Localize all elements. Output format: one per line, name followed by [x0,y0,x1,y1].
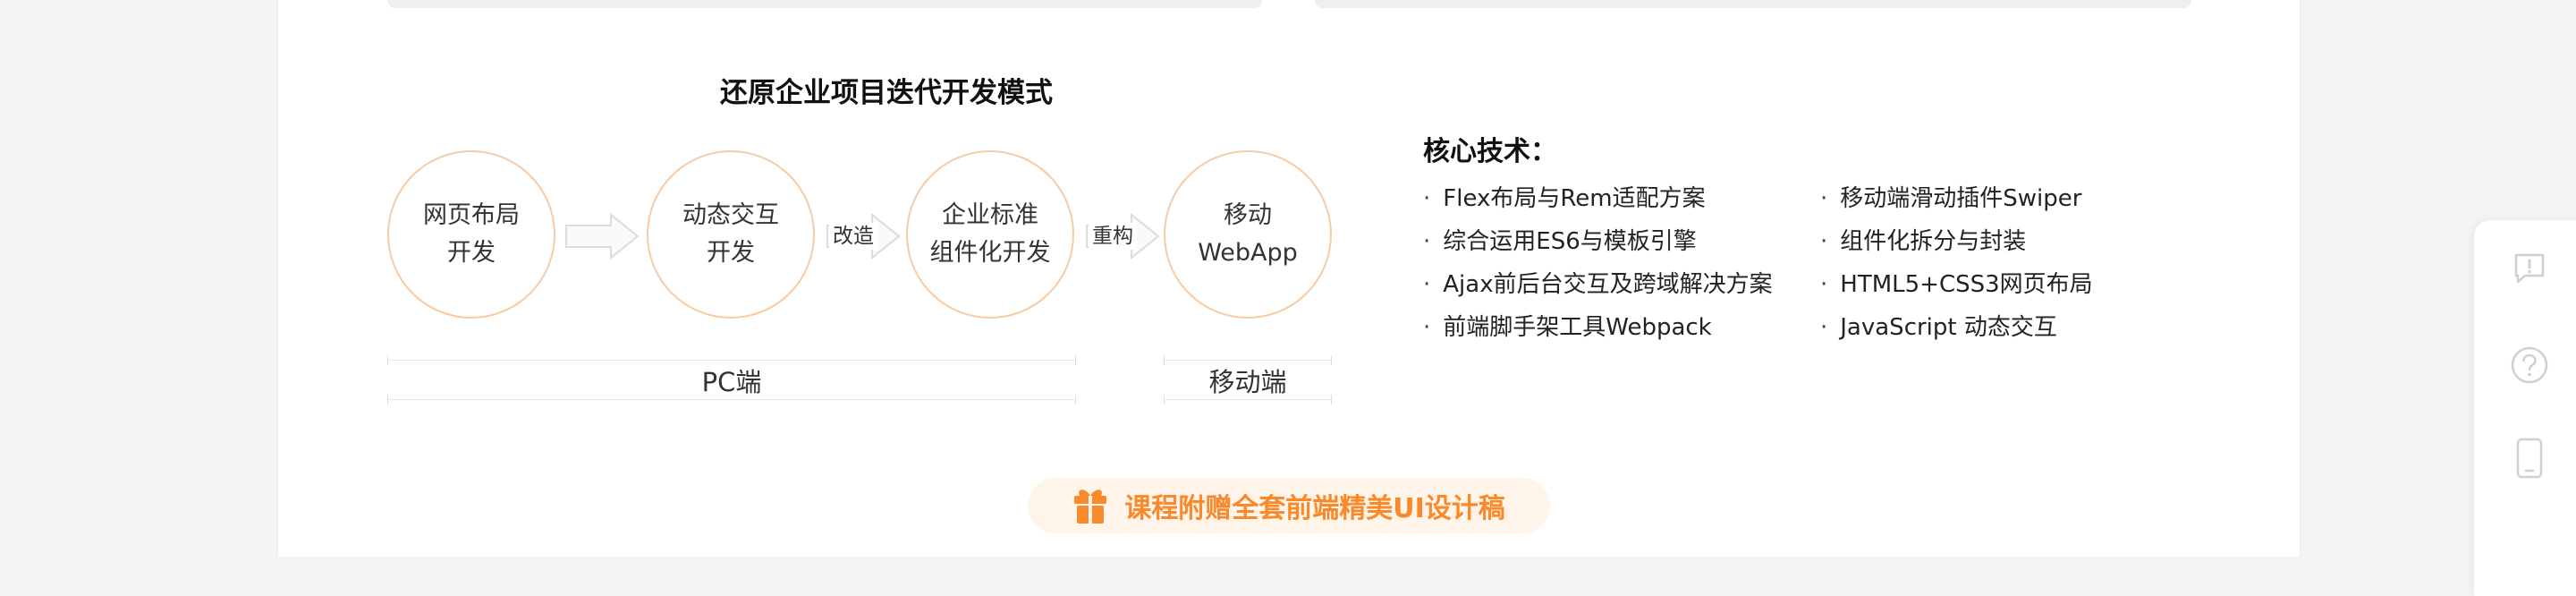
flow-step-label: 企业标准 组件化开发 [929,201,1051,267]
arrow-right-icon [565,212,640,260]
tech-item: 前端脚手架工具Webpack [1423,306,1773,349]
tech-item: 移动端滑动插件Swiper [1820,177,2093,220]
mobile-span-line [1164,355,1332,365]
flow-step-layout: 网页布局 开发 [387,150,555,319]
tech-item: Ajax前后台交互及跨域解决方案 [1423,263,1772,306]
tech-item: Flex布局与Rem适配方案 [1423,177,1773,220]
top-card-left [387,0,1262,8]
flow-step-label: 动态交互 开发 [682,201,779,267]
tech-list-right: 移动端滑动插件Swiper 组件化拆分与封装 HTML5+CSS3网页布局 Ja… [1820,177,2093,349]
flow-step-label: 移动 WebApp [1198,201,1298,267]
mobile-span-label: 移动端 [1208,367,1287,397]
flow-step-components: 企业标准 组件化开发 [906,150,1074,319]
tech-list-left: Flex布局与Rem适配方案 综合运用ES6与模板引擎 Ajax前后台交互及跨域… [1423,177,1773,349]
promo-banner[interactable]: 课程附赠全套前端精美UI设计稿 [1028,478,1550,533]
promo-text: 课程附赠全套前端精美UI设计稿 [1124,493,1505,524]
flow-step-interaction: 动态交互 开发 [647,150,815,319]
content-card: 还原企业项目迭代开发模式 网页布局 开发 动态交互 开发 改造 企业标准 组件化… [277,0,2301,557]
pc-span-line [387,355,1076,365]
flow-step-webapp: 移动 WebApp [1164,150,1332,319]
tech-item: 综合运用ES6与模板引擎 [1423,220,1773,263]
tech-item: HTML5+CSS3网页布局 [1820,263,2092,306]
pc-span-label: PC端 [701,367,762,397]
arrow-label-refactor: 改造 [829,223,877,250]
flow-title: 还原企业项目迭代开发模式 [720,77,1053,109]
tech-title: 核心技术： [1423,136,1557,167]
side-toolbar [2474,220,2576,596]
mobile-icon[interactable] [2506,435,2553,481]
tech-item: JavaScript 动态交互 [1820,306,2093,349]
flow-step-label: 网页布局 开发 [423,201,520,267]
top-card-right [1315,0,2191,8]
feedback-icon[interactable] [2506,245,2553,292]
pc-span-line [387,395,1076,404]
help-icon[interactable] [2506,342,2553,388]
gift-icon [1074,490,1107,524]
arrow-label-rebuild: 重构 [1089,223,1137,250]
mobile-span-line [1164,395,1332,404]
tech-item: 组件化拆分与封装 [1820,220,2093,263]
